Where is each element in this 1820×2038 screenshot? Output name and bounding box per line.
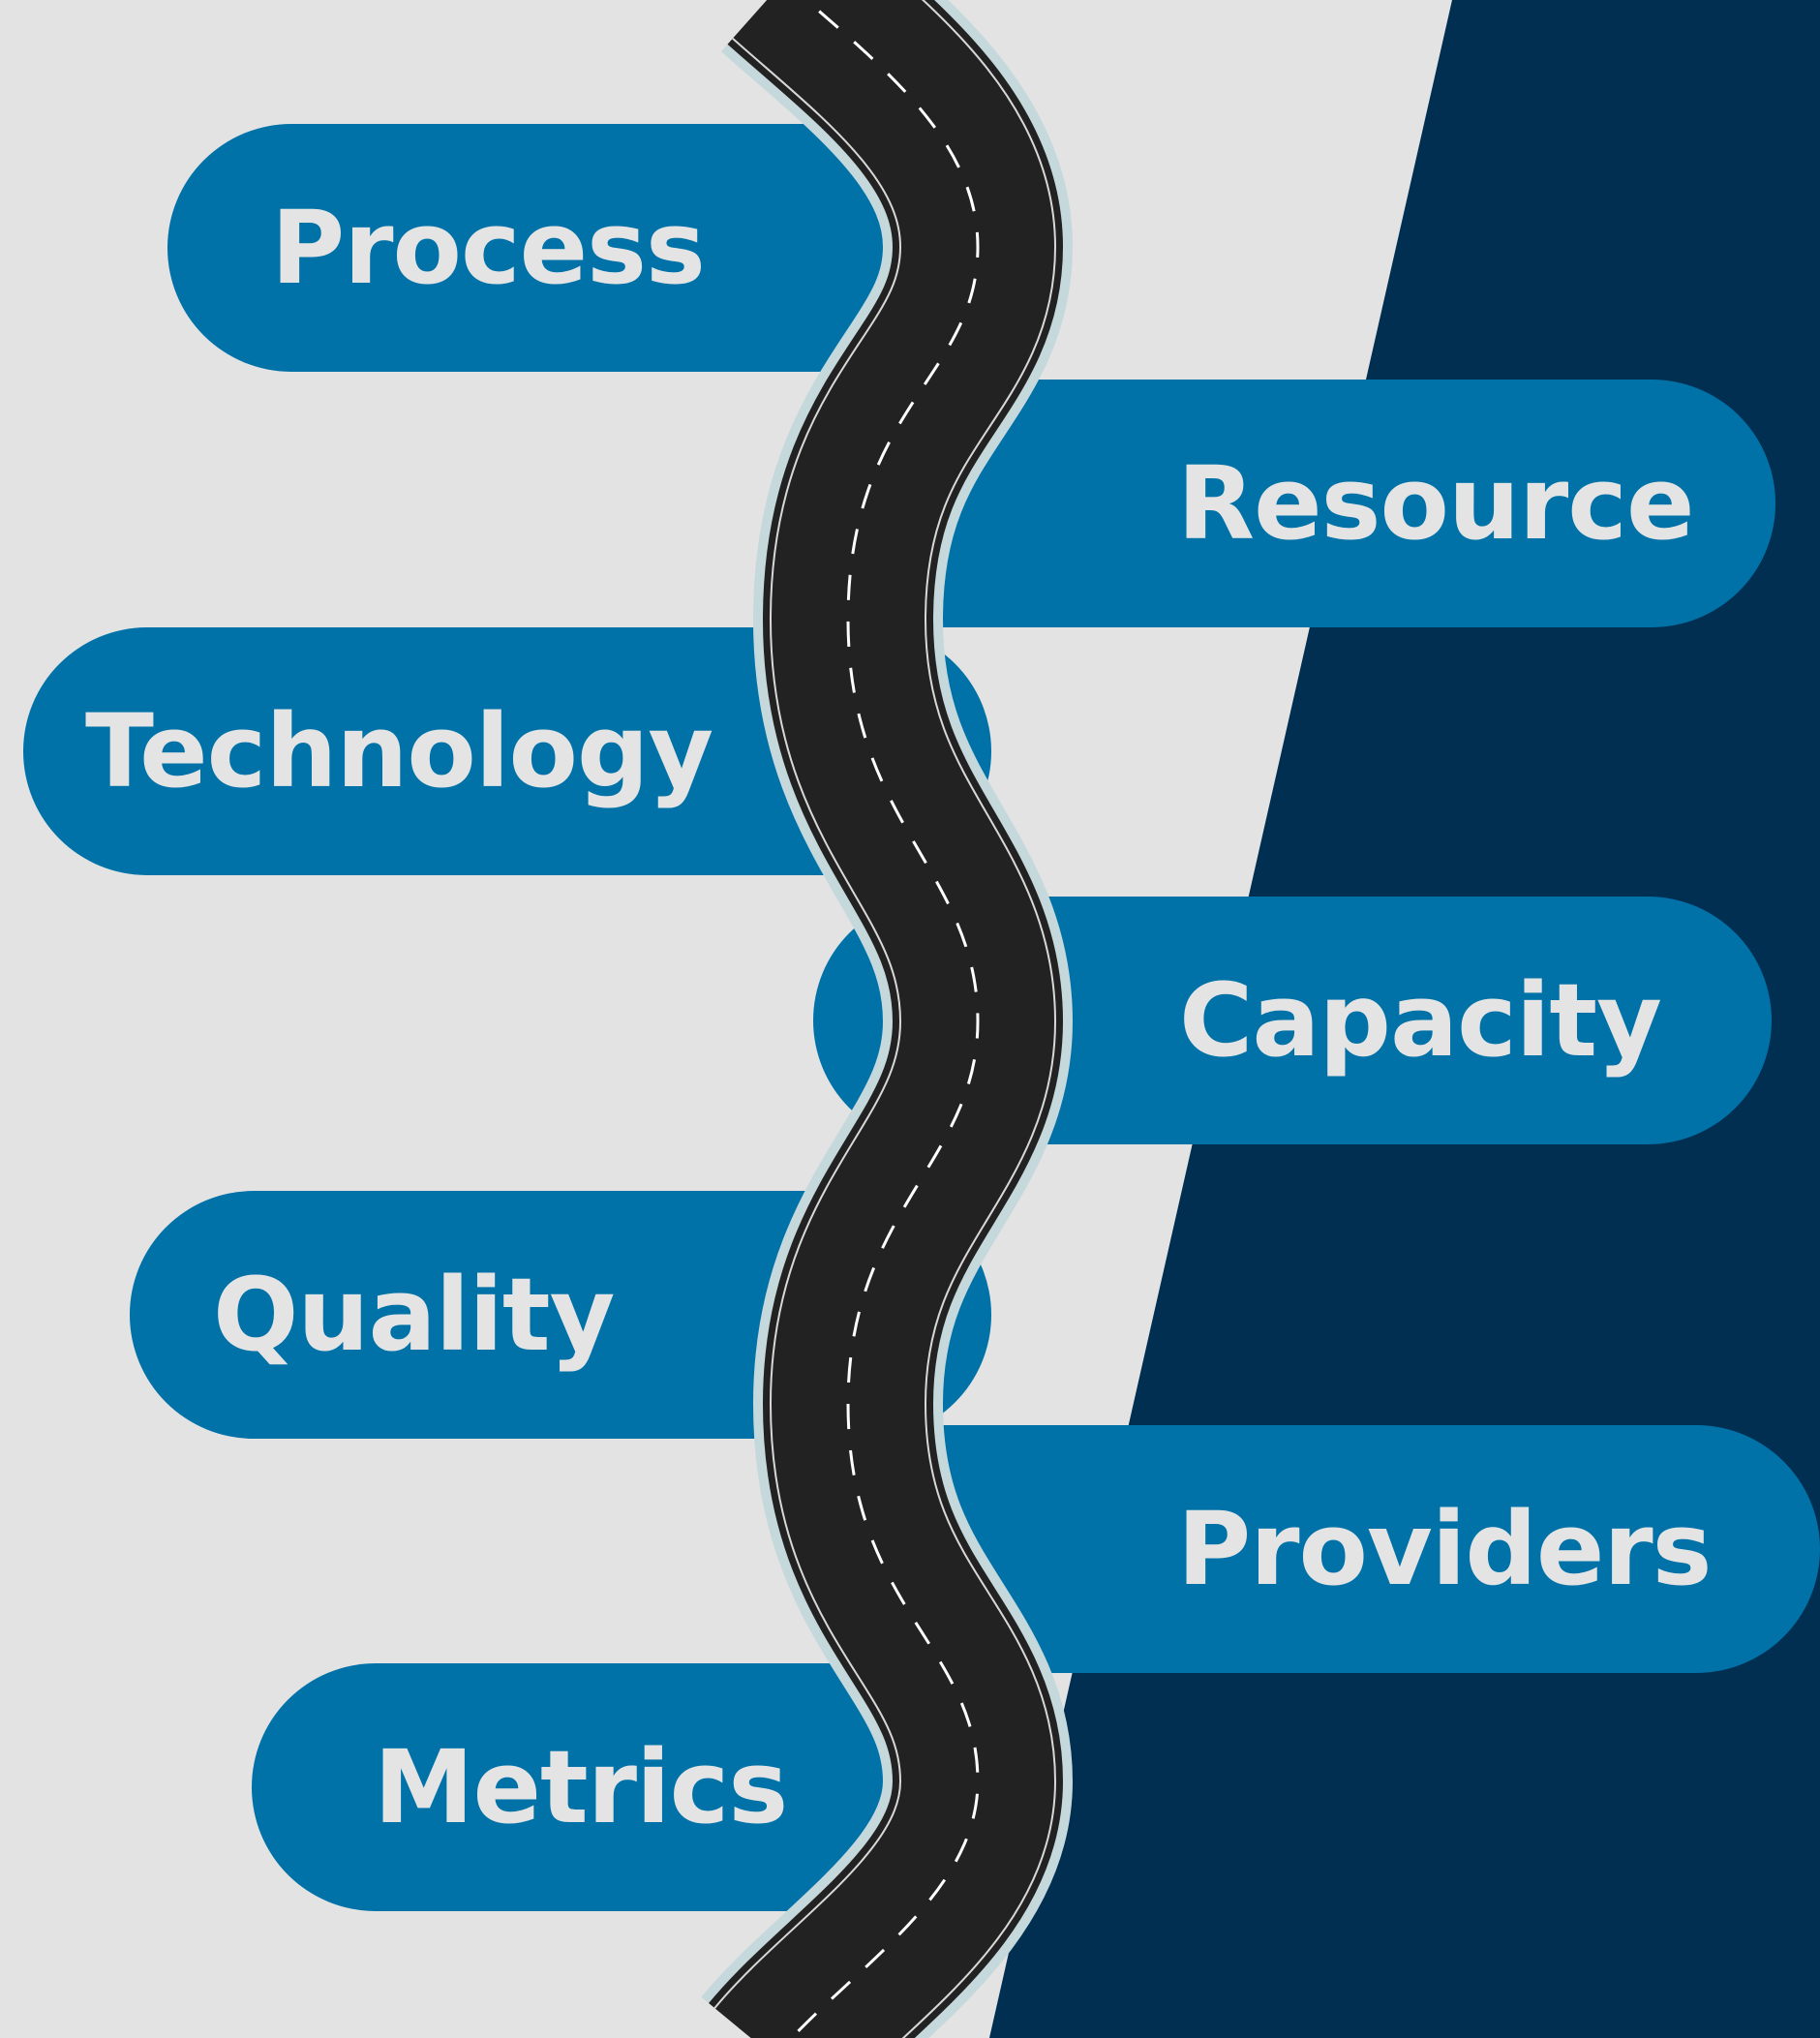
label-providers: Providers <box>1177 1490 1713 1608</box>
label-process: Process <box>271 189 706 307</box>
label-technology: Technology <box>85 692 713 810</box>
label-resource: Resource <box>1177 444 1694 563</box>
label-metrics: Metrics <box>374 1728 788 1846</box>
label-capacity: Capacity <box>1179 961 1662 1080</box>
road-center-dashes <box>789 0 980 2038</box>
label-quality: Quality <box>213 1256 615 1374</box>
pill-resource: Resource <box>813 380 1775 627</box>
